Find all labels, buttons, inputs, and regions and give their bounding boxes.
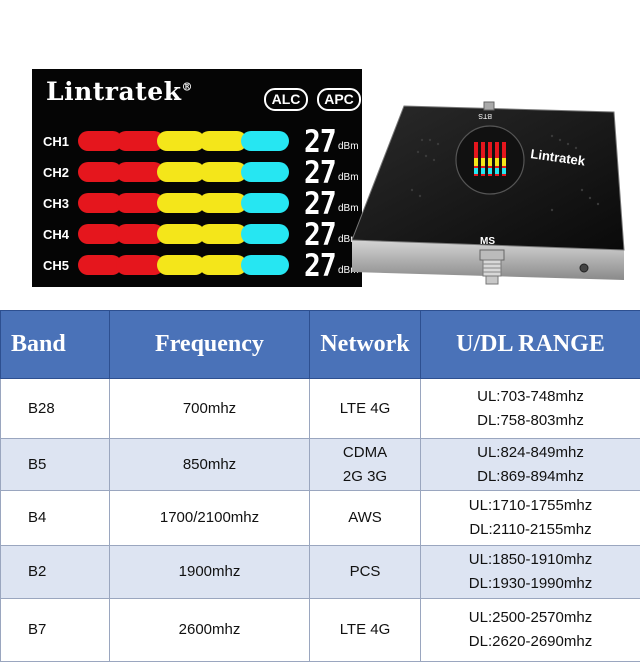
- channel-row-ch3: CH3 27 dBm: [32, 189, 362, 219]
- level-segment: [157, 162, 205, 182]
- frequency-cell: 1700/2100mhz: [110, 491, 310, 546]
- channel-label: CH3: [43, 196, 69, 211]
- level-segment: [199, 162, 247, 182]
- level-segment: [241, 224, 289, 244]
- frequency-cell: 850mhz: [110, 439, 310, 491]
- level-segment: [241, 255, 289, 275]
- channel-row-ch5: CH5 27 dBm: [32, 251, 362, 281]
- channel-row-ch2: CH2 27 dBm: [32, 158, 362, 188]
- channel-row-ch4: CH4 27 dBm: [32, 220, 362, 250]
- channel-label: CH2: [43, 165, 69, 180]
- level-segment: [157, 255, 205, 275]
- band-spec-table: Band Frequency Network U/DL RANGE B28 70…: [0, 310, 640, 662]
- frequency-cell: 700mhz: [110, 379, 310, 439]
- level-segment: [157, 131, 205, 151]
- frequency-cell: 1900mhz: [110, 546, 310, 599]
- band-cell: B5: [1, 439, 110, 491]
- level-segment: [199, 255, 247, 275]
- frequency-cell: 2600mhz: [110, 599, 310, 662]
- level-segment: [199, 224, 247, 244]
- level-segment: [241, 193, 289, 213]
- network-cell: PCS: [310, 546, 421, 599]
- channel-label: CH5: [43, 258, 69, 273]
- channel-label: CH1: [43, 134, 69, 149]
- channel-value: 27: [304, 248, 336, 284]
- network-cell: AWS: [310, 491, 421, 546]
- level-segment: [241, 162, 289, 182]
- level-segment: [157, 193, 205, 213]
- table-header-row: Band Frequency Network U/DL RANGE: [1, 311, 640, 379]
- channel-row-ch1: CH1 27 dBm: [32, 127, 362, 157]
- device-ms-label: MS: [480, 236, 495, 247]
- header-band: Band: [1, 311, 110, 379]
- header-range: U/DL RANGE: [421, 311, 640, 379]
- level-segment: [157, 224, 205, 244]
- alc-badge: ALC: [264, 88, 308, 111]
- band-cell: B7: [1, 599, 110, 662]
- band-cell: B28: [1, 379, 110, 439]
- network-cell: LTE 4G: [310, 599, 421, 662]
- brand-logo: Lintratek®: [46, 77, 193, 106]
- level-segment: [199, 193, 247, 213]
- band-cell: B4: [1, 491, 110, 546]
- power-jack-icon: [580, 264, 588, 272]
- header-frequency: Frequency: [110, 311, 310, 379]
- signal-booster-device: Lintratek BTS MS: [352, 100, 640, 290]
- ms-connector-icon: [480, 250, 504, 284]
- header-network: Network: [310, 311, 421, 379]
- level-segment: [199, 131, 247, 151]
- level-segment: [241, 131, 289, 151]
- led-display-panel: Lintratek® ALC APC CH1 27 dBm CH2 27 dBm…: [32, 69, 362, 287]
- network-cell: LTE 4G: [310, 379, 421, 439]
- channel-label: CH4: [43, 227, 69, 242]
- bts-connector-icon: [484, 102, 494, 110]
- device-bts-label: BTS: [478, 112, 492, 119]
- band-cell: B2: [1, 546, 110, 599]
